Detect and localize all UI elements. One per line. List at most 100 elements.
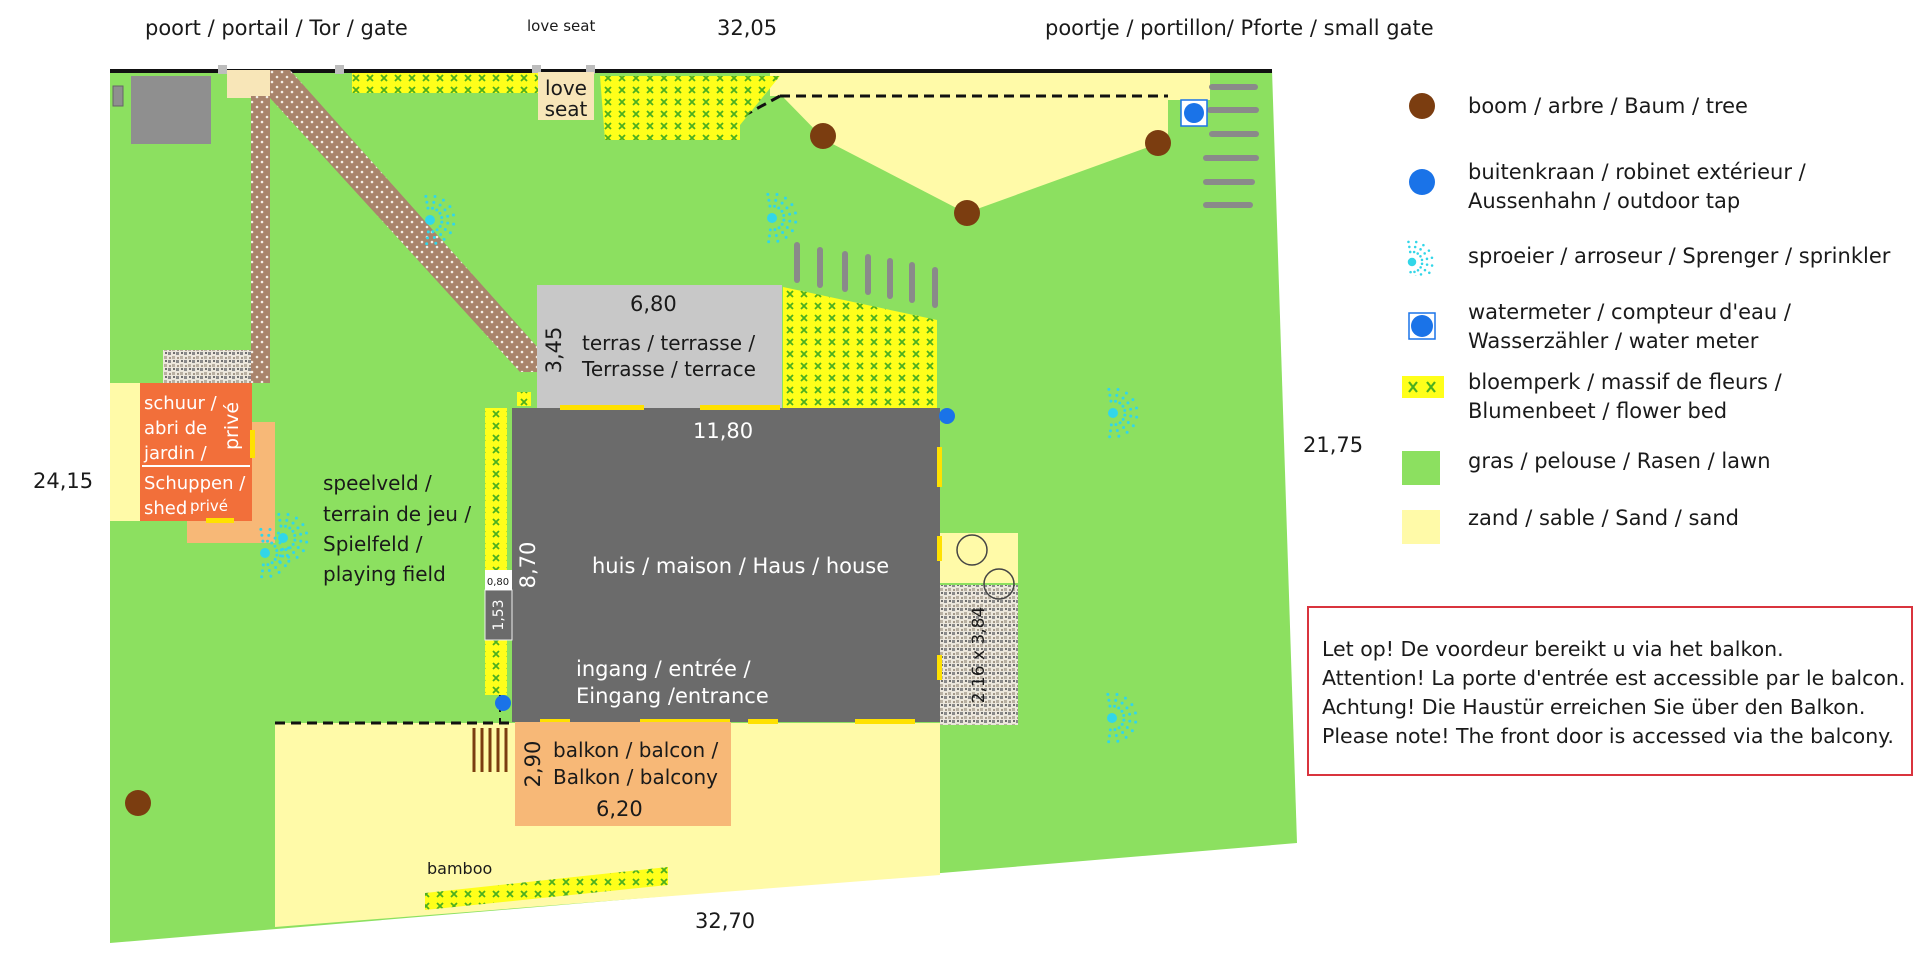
- shed-label: Schuppen /: [144, 473, 246, 494]
- top-length-label: 32,05: [717, 16, 777, 40]
- window: [700, 405, 780, 410]
- sand-top-center-strip: [770, 70, 1170, 96]
- balcony-width: 6,20: [596, 797, 643, 821]
- love-seat-label: love seat: [527, 17, 595, 35]
- outdoor-tap-icon: [495, 695, 511, 711]
- love-seat-text: love: [545, 76, 587, 100]
- house-windows: [540, 405, 942, 724]
- paved-slab: [131, 76, 211, 144]
- shed-label: shed: [144, 498, 187, 519]
- window: [937, 655, 942, 680]
- house-width: 11,80: [693, 419, 753, 443]
- sprinkler-icon: [1107, 387, 1139, 439]
- trees: [125, 123, 1171, 816]
- sprinkler-icon: [1407, 240, 1434, 276]
- house: [512, 408, 940, 722]
- water-meter-icon: [1408, 312, 1436, 340]
- sprinkler-icon: [1106, 692, 1138, 744]
- gate-post-right: [335, 65, 344, 74]
- sprinkler-icon: [1407, 240, 1434, 276]
- tree-icon: [125, 790, 151, 816]
- house-depth: 8,70: [516, 542, 540, 589]
- planter-circle: [983, 568, 1015, 600]
- step: [484, 589, 513, 641]
- water-meter-dot: [1184, 103, 1204, 123]
- shed: [140, 383, 252, 521]
- balcony: [515, 722, 731, 826]
- love-seat-box: [538, 72, 594, 120]
- left-dimension: 24,15: [33, 469, 93, 493]
- balcony-label: Balkon / balcony: [553, 765, 718, 789]
- playing-field-label: terrain de jeu /: [323, 502, 471, 526]
- window: [748, 719, 778, 724]
- playing-field-label: speelveld /: [323, 471, 432, 495]
- flower-bed-house-left: [485, 408, 507, 570]
- small-gate-label: poortje / portillon/ Pforte / small gate: [1045, 16, 1434, 40]
- tree-icon: [810, 123, 836, 149]
- legend-label: gras / pelouse / Rasen / lawn: [1468, 449, 1771, 473]
- love-seat-post-right: [586, 65, 595, 74]
- sand-top-right-strip: [1168, 70, 1210, 100]
- slab-marker: [112, 85, 124, 107]
- path-diagonal: [270, 70, 540, 372]
- note-line: Let op! De voordeur bereikt u via het ba…: [1322, 637, 1784, 661]
- entrance-label: Eingang /entrance: [576, 684, 769, 708]
- legend-label: bloemperk / massif de fleurs / Blumenbee…: [1468, 370, 1782, 423]
- right-dimension: 21,75: [1303, 433, 1363, 457]
- tree-icon: [954, 200, 980, 226]
- balcony-stairs: [472, 728, 508, 772]
- front-door-note: Let op! De voordeur bereikt u via het ba…: [1307, 606, 1913, 776]
- tree-icon: [1409, 93, 1435, 119]
- window: [855, 719, 915, 724]
- gate-post-left: [218, 65, 227, 74]
- outdoor-tap-icon: [939, 408, 955, 424]
- window: [560, 405, 644, 410]
- fence-back-dashed: [744, 94, 1168, 117]
- bottom-dimension: 32,70: [695, 909, 755, 933]
- sand-shed-strip: [110, 383, 140, 521]
- terrace-label: terras / terrasse /: [582, 331, 755, 355]
- love-seat-post-left: [532, 65, 541, 74]
- sand-right-patch: [940, 533, 1018, 583]
- window: [937, 447, 942, 487]
- bench-row-right: [1203, 84, 1259, 208]
- bamboo-label: bamboo: [427, 859, 492, 878]
- step-width-dimension: 1,53: [491, 599, 507, 630]
- outdoor-tap-icon: [1409, 169, 1435, 195]
- playing-field-label: playing field: [323, 562, 446, 586]
- window: [937, 536, 942, 561]
- window: [540, 719, 570, 724]
- legend-label: sproeier / arroseur / Sprenger / sprinkl…: [1468, 244, 1891, 268]
- shed-label: schuur /: [144, 393, 218, 414]
- gate-label: poort / portail / Tor / gate: [145, 16, 408, 40]
- love-seat-text: seat: [545, 97, 588, 121]
- private-label: privé: [190, 497, 228, 515]
- sprinkler-icon: [766, 192, 798, 244]
- gravel-by-house: [940, 585, 1018, 725]
- sprinkler-icon: [259, 527, 291, 579]
- entrance-label: ingang / entrée /: [576, 657, 752, 681]
- flower-bed-top-left: [352, 73, 540, 93]
- playing-field-label: Spielfeld /: [323, 532, 423, 556]
- private-label: privé: [221, 402, 243, 450]
- flower-bed-small: [517, 392, 531, 406]
- shed-label: abri de: [144, 418, 207, 439]
- legend-label: buitenkraan / robinet extérieur / Aussen…: [1468, 160, 1806, 213]
- sand-swatch-icon: [1402, 510, 1440, 544]
- flower-bed-terrace-right: [783, 287, 937, 408]
- flower-bed-top-center: [600, 76, 780, 140]
- step-small-dimension: 0,80: [487, 577, 509, 588]
- terrace-label: Terrasse / terrace: [581, 357, 756, 381]
- gravel-by-shed: [163, 350, 251, 383]
- terrace-width: 6,80: [630, 292, 677, 316]
- terrace-depth: 3,45: [542, 327, 566, 374]
- sprinkler-icon: [424, 194, 456, 246]
- legend-label: watermeter / compteur d'eau / Wasserzähl…: [1468, 300, 1791, 353]
- tree-icon: [1145, 130, 1171, 156]
- step-small: [485, 570, 512, 590]
- balcony-depth: 2,90: [521, 741, 545, 788]
- legend-label: zand / sable / Sand / sand: [1468, 506, 1739, 530]
- lawn-swatch-icon: [1402, 451, 1440, 485]
- flower-bed-house-left-lower: [485, 640, 507, 695]
